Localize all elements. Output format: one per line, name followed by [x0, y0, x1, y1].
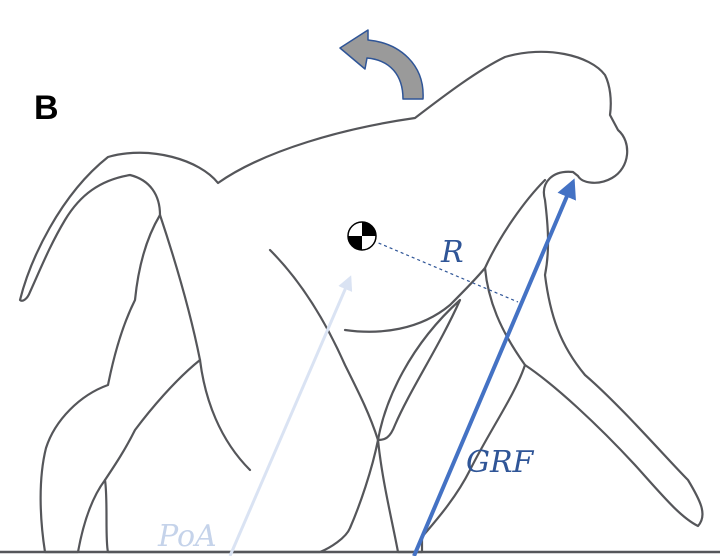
front-limb-contour	[270, 250, 378, 440]
inner-leg-contour	[378, 300, 460, 440]
center-of-mass-icon	[347, 221, 377, 251]
neck-contour	[485, 180, 545, 268]
moment-arm-line	[362, 236, 518, 302]
baboon-outline	[20, 52, 703, 552]
poa-arrow	[230, 278, 350, 556]
panel-label: B	[34, 89, 59, 127]
hind-leg-contour	[105, 360, 200, 480]
poa-label: PoA	[157, 519, 217, 554]
hind-thigh-contour	[160, 215, 250, 470]
moment-arm-label: R	[440, 235, 464, 270]
grf-arrow	[414, 182, 573, 556]
grf-label: GRF	[466, 445, 535, 480]
curved-arrow-icon	[340, 30, 423, 99]
